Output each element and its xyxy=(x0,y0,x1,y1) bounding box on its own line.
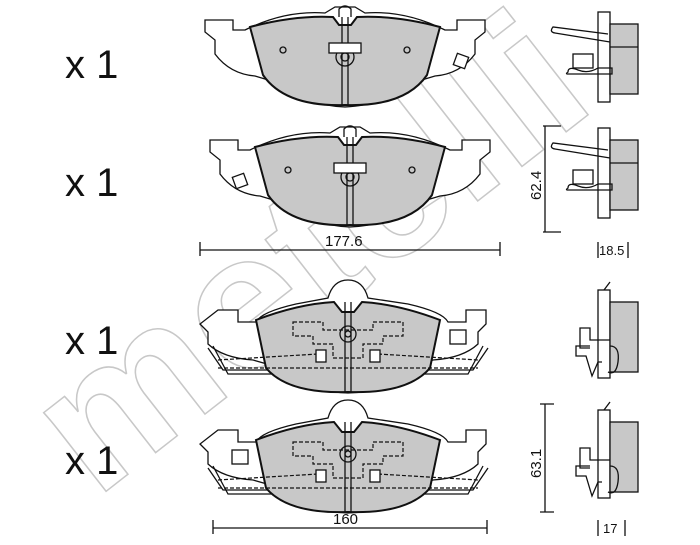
svg-text:63.1: 63.1 xyxy=(528,449,545,478)
dimension-thickness-rear: 17 xyxy=(597,520,626,536)
quantity-label: x 1 xyxy=(65,439,118,483)
svg-text:17: 17 xyxy=(603,521,617,536)
svg-text:62.4: 62.4 xyxy=(528,171,545,200)
dimension-width-rear: 160 xyxy=(212,511,488,534)
wear-sensor xyxy=(449,329,467,345)
quantity-label: x 1 xyxy=(65,319,118,363)
rear-pad-side-view xyxy=(575,281,639,379)
wear-sensor xyxy=(231,172,249,190)
dimension-thickness-front: 18.5 xyxy=(597,242,629,258)
dimension-height-rear: 63.1 xyxy=(528,403,554,513)
wear-sensor xyxy=(231,449,249,465)
svg-text:160: 160 xyxy=(333,511,358,528)
dimension-height-front: 62.4 xyxy=(528,125,561,233)
quantity-label: x 1 xyxy=(65,43,118,87)
rear-pad-side-view xyxy=(575,401,639,499)
quantity-label: x 1 xyxy=(65,161,118,205)
svg-text:18.5: 18.5 xyxy=(599,243,624,258)
wear-sensor xyxy=(452,52,470,70)
svg-text:177.6: 177.6 xyxy=(325,233,363,250)
dimension-width-front: 177.6 xyxy=(199,233,501,256)
